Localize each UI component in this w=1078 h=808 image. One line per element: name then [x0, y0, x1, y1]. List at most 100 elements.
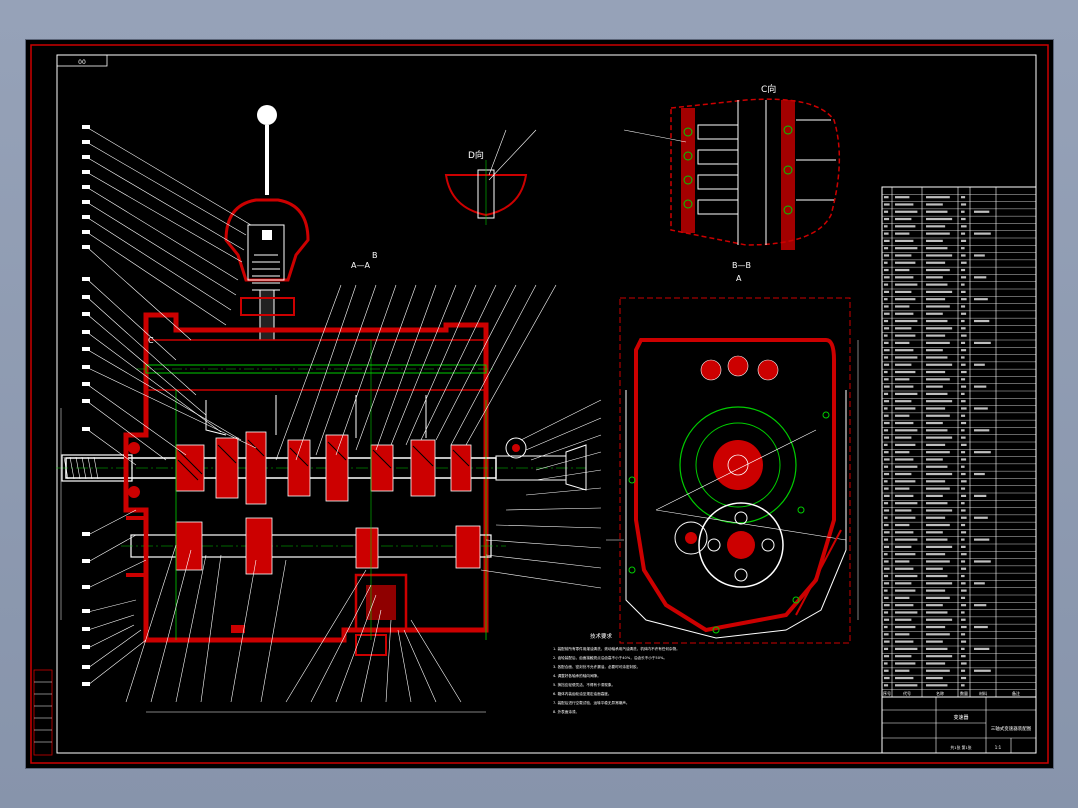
parts-list-cell-mark: [926, 611, 948, 614]
parts-list-cell-mark: [961, 436, 966, 439]
parts-list-cell-mark: [895, 319, 918, 323]
parts-list-cell-mark: [884, 210, 889, 213]
parts-list-cell-mark: [974, 582, 985, 585]
parts-list-cell-mark: [884, 392, 889, 395]
parts-list-cell-mark: [884, 276, 890, 279]
parts-list-cell-mark: [961, 298, 967, 301]
parts-list-cell-mark: [895, 509, 912, 512]
parts-list-cell-mark: [961, 305, 966, 308]
parts-list-cell-mark: [961, 356, 965, 359]
parts-list-cell-mark: [895, 676, 914, 680]
parts-list-cell-mark: [895, 400, 912, 403]
parts-list-cell-mark: [884, 465, 889, 468]
parts-list-cell-mark: [895, 618, 912, 621]
parts-list-cell-mark: [926, 370, 946, 374]
parts-list-cell-mark: [926, 385, 943, 388]
note-4: 4. 调整好各轴承的轴向间隙。: [553, 673, 601, 678]
parts-list-cell-mark: [974, 254, 985, 257]
parts-list-cell-mark: [926, 633, 950, 636]
parts-list-cell-mark: [895, 465, 918, 468]
parts-list-cell-mark: [884, 370, 888, 374]
parts-list-cell-mark: [974, 298, 988, 301]
drawing-sheet: 00: [25, 39, 1054, 769]
note-1: 1. 装配前所有零件用煤油清洗，滚动轴承用汽油清洗，机体内不许有任何杂物。: [553, 646, 680, 651]
parts-list-cell-mark: [961, 611, 965, 614]
parts-list-cell-mark: [895, 604, 914, 607]
parts-list-cell-mark: [961, 502, 965, 505]
parts-list-cell-mark: [926, 334, 946, 337]
parts-list-cell-mark: [926, 625, 946, 629]
parts-list-cell-mark: [884, 669, 889, 672]
parts-list-cell-mark: [961, 655, 966, 658]
parts-list-cell-mark: [895, 370, 916, 374]
parts-list-header-cell: 名称: [936, 690, 944, 696]
parts-list-cell-mark: [961, 545, 966, 548]
parts-list-cell-mark: [961, 472, 966, 476]
parts-list-cell-mark: [895, 684, 918, 687]
parts-list-cell-mark: [884, 574, 889, 578]
parts-list-cell-mark: [895, 203, 914, 206]
parts-list-cell-mark: [926, 232, 950, 235]
parts-list-cell-mark: [961, 640, 967, 643]
parts-list-cell-mark: [974, 276, 987, 279]
parts-list-cell-mark: [884, 334, 888, 337]
parts-list-cell-mark: [974, 647, 990, 650]
parts-list-cell-mark: [961, 625, 967, 629]
parts-list-cell-mark: [961, 684, 965, 687]
parts-list-cell-mark: [926, 298, 946, 301]
outer-border: [30, 44, 1049, 764]
view-d: [444, 129, 537, 225]
technical-notes: 技术要求 1. 装配前所有零件用煤油清洗，滚动轴承用汽油清洗，机体内不许有任何杂…: [553, 632, 680, 714]
leader-lines-right: [480, 399, 602, 589]
parts-list-cell-mark: [884, 676, 890, 680]
parts-list-cell-mark: [926, 487, 950, 490]
parts-list-cell-mark: [895, 385, 914, 388]
parts-list-cell-mark: [884, 312, 890, 315]
parts-list-cell-mark: [926, 217, 953, 221]
parts-list-cell-mark: [926, 640, 943, 643]
parts-list-cell-mark: [961, 662, 967, 665]
parts-list-cell-mark: [961, 458, 967, 461]
parts-list-cell-mark: [884, 400, 890, 403]
parts-list-cell-mark: [884, 553, 888, 556]
parts-list-cell-mark: [926, 421, 943, 425]
leader-lines-bottom: [125, 544, 462, 703]
parts-list-cell-mark: [895, 268, 910, 272]
parts-list-cell-mark: [884, 662, 888, 665]
parts-list-cell-mark: [884, 232, 889, 235]
parts-list-cell-mark: [895, 669, 910, 672]
parts-list-cell-mark: [926, 327, 953, 330]
parts-list-cell-mark: [884, 640, 890, 643]
parts-list-cell-mark: [926, 662, 946, 665]
parts-list-cell-mark: [895, 436, 912, 439]
parts-list-cell-mark: [884, 523, 889, 527]
section-bb-label: B—B: [732, 261, 751, 270]
parts-list-header-cell: 材料: [979, 690, 987, 696]
parts-list-cell-mark: [895, 443, 916, 446]
parts-list-cell-mark: [961, 443, 967, 446]
parts-list-cell-mark: [895, 633, 910, 636]
parts-list-cell-mark: [961, 407, 967, 410]
parts-list-cell-mark: [961, 421, 967, 425]
parts-list-cell-mark: [895, 414, 910, 417]
parts-list-cell-mark: [974, 669, 991, 672]
parts-list-cell-mark: [884, 611, 889, 614]
parts-list-cell-mark: [884, 203, 890, 206]
parts-list-cell-mark: [884, 196, 889, 199]
parts-list-cell-mark: [884, 407, 888, 410]
parts-list-cell-mark: [926, 392, 948, 395]
parts-list-cell-mark: [884, 458, 890, 461]
parts-list-cell-mark: [961, 290, 966, 293]
parts-list-cell-mark: [884, 247, 889, 250]
view-d-label: D向: [468, 149, 484, 161]
parts-list-cell-mark: [895, 647, 918, 650]
parts-list-header-cell: 代号: [903, 690, 911, 696]
parts-list-cell-mark: [974, 429, 990, 432]
parts-list-cell-mark: [884, 327, 890, 330]
parts-list-cell-mark: [926, 356, 948, 359]
parts-list-cell-mark: [926, 378, 950, 381]
parts-list-cell-mark: [926, 516, 946, 519]
lever-knob: [257, 105, 277, 125]
parts-list-cell-mark: [926, 400, 953, 403]
parts-list-cell-mark: [961, 276, 967, 279]
